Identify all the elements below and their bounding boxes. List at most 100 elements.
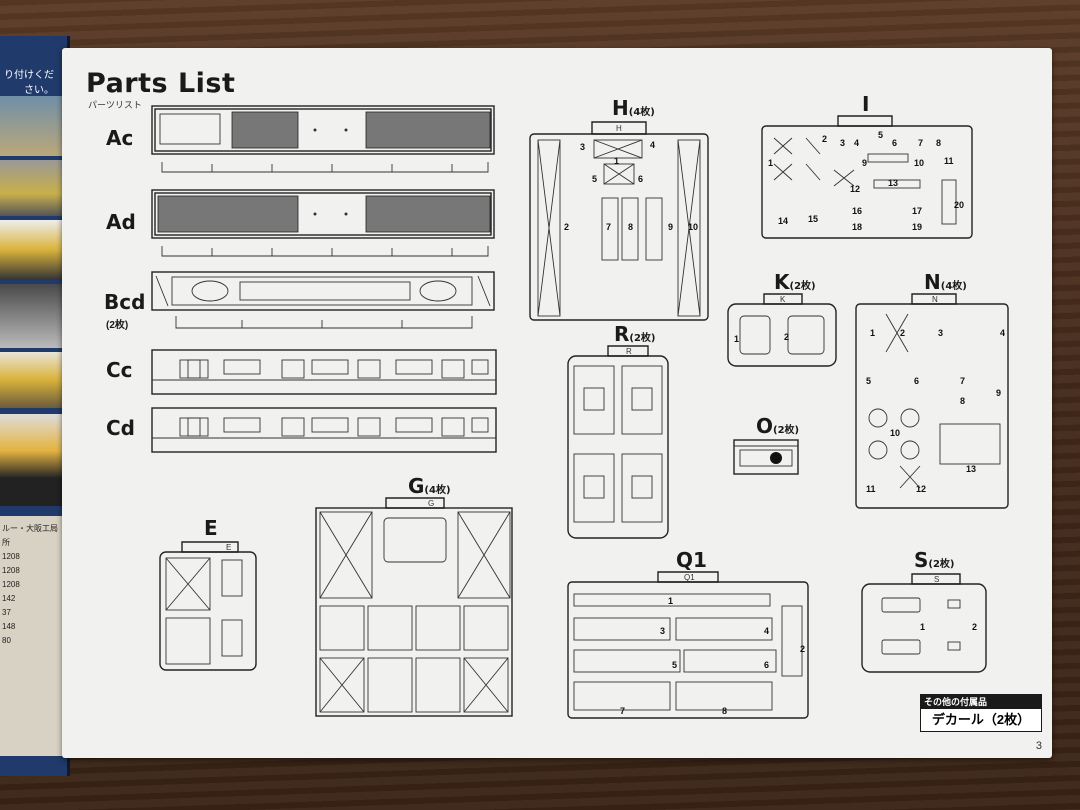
train-photo bbox=[0, 284, 62, 348]
part-number: 4 bbox=[1000, 328, 1005, 338]
part-label-cc: Cc bbox=[106, 358, 133, 382]
table-text: 148 bbox=[2, 622, 16, 631]
part-number: 12 bbox=[916, 484, 926, 494]
part-number: 1 bbox=[734, 334, 739, 344]
sprue-s-tag: S bbox=[934, 575, 939, 584]
part-label-ad: Ad bbox=[106, 210, 136, 234]
part-count-k: (2枚) bbox=[789, 281, 816, 292]
part-number: 11 bbox=[866, 484, 876, 494]
part-label-r: R(2枚) bbox=[614, 322, 656, 346]
part-label-k-text: K bbox=[774, 270, 790, 294]
part-number: 2 bbox=[900, 328, 905, 338]
table-text: 1208 bbox=[2, 566, 20, 575]
part-number: 7 bbox=[918, 138, 923, 148]
part-label-bcd: Bcd bbox=[104, 290, 146, 314]
part-number: 10 bbox=[914, 158, 924, 168]
part-number: 3 bbox=[938, 328, 943, 338]
page-subtitle: パーツリスト bbox=[88, 100, 142, 110]
part-number: 8 bbox=[936, 138, 941, 148]
table-text: ルー・大阪工局所 bbox=[2, 524, 58, 547]
part-label-h: H(4枚) bbox=[612, 96, 655, 120]
part-number: 2 bbox=[800, 644, 805, 654]
train-photo bbox=[0, 160, 62, 216]
sprue-cd-diagram bbox=[151, 407, 497, 453]
sprue-q1-tag: Q1 bbox=[684, 573, 695, 582]
part-number: 15 bbox=[808, 214, 818, 224]
part-number: 8 bbox=[628, 222, 633, 232]
page-number: 3 bbox=[1035, 740, 1042, 752]
train-photo bbox=[0, 96, 62, 156]
part-number: 2 bbox=[822, 134, 827, 144]
part-number: 10 bbox=[890, 428, 900, 438]
part-number: 8 bbox=[960, 396, 965, 406]
part-number: 3 bbox=[580, 142, 585, 152]
sprue-r-diagram: R bbox=[567, 345, 669, 539]
sprue-i-diagram: 1 2 3 4 5 6 7 8 9 10 11 12 13 14 15 16 1… bbox=[761, 115, 973, 239]
sprue-k-tag: K bbox=[780, 295, 786, 304]
sprue-cc-diagram bbox=[151, 349, 497, 395]
table-text: 142 bbox=[2, 594, 16, 603]
part-count-bcd: (2枚) bbox=[106, 320, 129, 331]
part-label-h-text: H bbox=[612, 96, 629, 120]
sprue-ad-diagram bbox=[151, 189, 495, 257]
table-text: 1208 bbox=[2, 580, 20, 589]
part-label-ac: Ac bbox=[106, 126, 134, 150]
part-number: 5 bbox=[592, 174, 597, 184]
part-number: 12 bbox=[850, 184, 860, 194]
part-number: 14 bbox=[778, 216, 788, 226]
part-label-k: K(2枚) bbox=[774, 270, 816, 294]
part-label-n: N(4枚) bbox=[924, 270, 967, 294]
part-number: 17 bbox=[912, 206, 922, 216]
part-label-q1: Q1 bbox=[676, 548, 707, 572]
part-number: 6 bbox=[892, 138, 897, 148]
part-number: 4 bbox=[650, 140, 655, 150]
part-number: 3 bbox=[840, 138, 845, 148]
part-number: 6 bbox=[914, 376, 919, 386]
sprue-e-diagram: E bbox=[159, 541, 257, 671]
sprue-g-diagram: G bbox=[315, 497, 513, 717]
sprue-g-tag: G bbox=[428, 499, 434, 508]
part-number: 20 bbox=[954, 200, 964, 210]
part-count-s: (2枚) bbox=[928, 559, 955, 570]
part-number: 7 bbox=[606, 222, 611, 232]
part-number: 19 bbox=[912, 222, 922, 232]
part-count-g: (4枚) bbox=[424, 485, 451, 496]
sprue-n-diagram: N 1 2 3 4 5 6 7 8 9 10 11 12 13 bbox=[855, 293, 1009, 509]
part-number: 9 bbox=[996, 388, 1001, 398]
part-label-s-text: S bbox=[914, 548, 929, 572]
previous-page-table: ルー・大阪工局所 1208 1208 1208 142 37 148 80 bbox=[0, 516, 62, 756]
sprue-ac-diagram bbox=[151, 105, 495, 173]
part-number: 8 bbox=[722, 706, 727, 716]
part-number: 2 bbox=[784, 332, 789, 342]
sprue-r-tag: R bbox=[626, 347, 632, 356]
part-number: 7 bbox=[620, 706, 625, 716]
part-number: 1 bbox=[870, 328, 875, 338]
part-label-o: O(2枚) bbox=[756, 414, 799, 438]
extras-item-decal: デカール（2枚） bbox=[920, 708, 1042, 732]
part-label-o-text: O bbox=[756, 414, 774, 438]
part-count-o: (2枚) bbox=[773, 425, 800, 436]
part-number: 7 bbox=[960, 376, 965, 386]
part-number: 3 bbox=[660, 626, 665, 636]
sprue-q1-diagram: Q1 1 2 3 4 5 6 7 8 bbox=[567, 571, 809, 719]
part-number: 5 bbox=[878, 130, 883, 140]
part-number: 5 bbox=[672, 660, 677, 670]
part-number: 9 bbox=[668, 222, 673, 232]
sprue-n-tag: N bbox=[932, 295, 938, 304]
train-photo bbox=[0, 414, 62, 506]
part-number: 1 bbox=[614, 156, 619, 166]
part-number: 16 bbox=[852, 206, 862, 216]
part-number: 6 bbox=[764, 660, 769, 670]
part-label-g: G(4枚) bbox=[408, 474, 451, 498]
part-number: 1 bbox=[668, 596, 673, 606]
part-number: 2 bbox=[564, 222, 569, 232]
part-number: 5 bbox=[866, 376, 871, 386]
part-number: 18 bbox=[852, 222, 862, 232]
train-photo bbox=[0, 352, 62, 408]
page-title: Parts List bbox=[86, 68, 236, 99]
part-number: 1 bbox=[920, 622, 925, 632]
parts-list-page: Parts List パーツリスト Ac Ad Bcd (2枚) Cc bbox=[62, 48, 1052, 758]
previous-page-edge: り付けください。 ルー・大阪工局所 1208 1208 1208 142 37 … bbox=[0, 36, 70, 776]
part-label-e: E bbox=[204, 516, 218, 540]
sprue-o-diagram bbox=[733, 439, 799, 475]
